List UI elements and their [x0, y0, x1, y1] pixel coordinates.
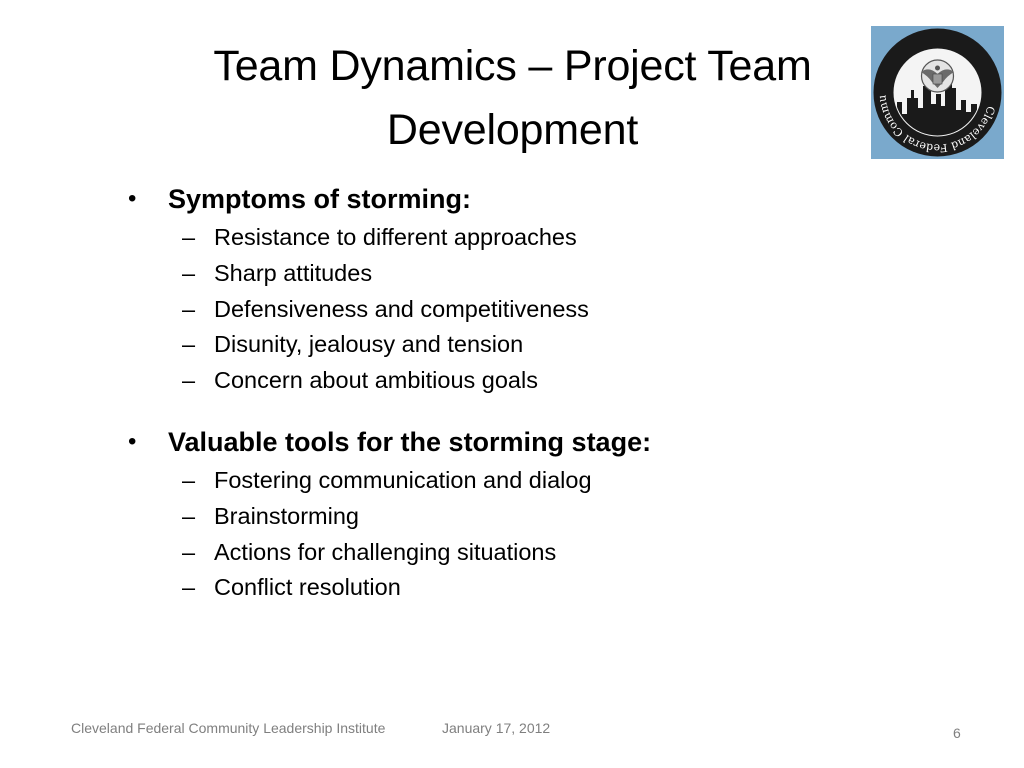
- seal-logo-graphic: Cleveland Federal Community · Leadership…: [871, 26, 1002, 157]
- dash-icon: –: [182, 259, 196, 286]
- sub-bullet-text: Fostering communication and dialog: [214, 466, 592, 493]
- dash-icon: –: [182, 224, 196, 250]
- footer-date: January 17, 2012: [442, 720, 551, 736]
- dash-icon: –: [182, 295, 196, 322]
- dash-icon: –: [182, 502, 196, 529]
- bullet-icon: •: [128, 427, 137, 455]
- slide-body: • Symptoms of storming: –Resistance to d…: [126, 178, 906, 628]
- slide-title-line-1: Team Dynamics – Project Team: [213, 42, 812, 90]
- sub-bullet-list: –Resistance to different approaches –Sha…: [126, 220, 906, 399]
- sub-bullet-list: –Fostering communication and dialog –Bra…: [126, 463, 906, 606]
- sub-bullet-item: –Actions for challenging situations: [126, 535, 906, 571]
- bullet-heading: • Symptoms of storming:: [126, 178, 906, 220]
- bullet-icon: •: [128, 185, 137, 212]
- section-heading: Symptoms of storming:: [168, 184, 472, 214]
- sub-bullet-item: –Disunity, jealousy and tension: [126, 327, 906, 363]
- eagle-emblem-icon: [920, 59, 955, 93]
- bullet-heading: • Valuable tools for the storming stage:: [126, 421, 906, 463]
- slide-number: 6: [953, 725, 961, 741]
- sub-bullet-text: Brainstorming: [214, 502, 359, 529]
- section-symptoms: • Symptoms of storming: –Resistance to d…: [126, 178, 906, 399]
- sub-bullet-item: –Fostering communication and dialog: [126, 463, 906, 499]
- sub-bullet-text: Conflict resolution: [214, 574, 401, 601]
- section-heading: Valuable tools for the storming stage:: [168, 426, 652, 457]
- sub-bullet-item: –Conflict resolution: [126, 570, 906, 606]
- dash-icon: –: [182, 574, 196, 601]
- sub-bullet-text: Resistance to different approaches: [214, 224, 577, 250]
- sub-bullet-text: Actions for challenging situations: [214, 538, 557, 565]
- sub-bullet-item: –Concern about ambitious goals: [126, 363, 906, 399]
- section-tools: • Valuable tools for the storming stage:…: [126, 421, 906, 606]
- dash-icon: –: [182, 466, 196, 493]
- seal-logo-icon: Cleveland Federal Community · Leadership…: [871, 26, 1004, 159]
- sub-bullet-item: –Resistance to different approaches: [126, 220, 906, 256]
- footer-organization: Cleveland Federal Community Leadership I…: [71, 720, 386, 736]
- sub-bullet-text: Concern about ambitious goals: [214, 367, 538, 394]
- sub-bullet-text: Defensiveness and competitiveness: [214, 295, 589, 322]
- dash-icon: –: [182, 538, 196, 565]
- sub-bullet-item: –Defensiveness and competitiveness: [126, 292, 906, 328]
- dash-icon: –: [182, 331, 196, 358]
- slide-title: Team Dynamics – Project Team Development: [60, 34, 965, 162]
- skyline-icon: [894, 78, 981, 136]
- sub-bullet-item: –Brainstorming: [126, 499, 906, 535]
- dash-icon: –: [182, 367, 196, 394]
- sub-bullet-item: –Sharp attitudes: [126, 256, 906, 292]
- sub-bullet-text: Disunity, jealousy and tension: [214, 331, 524, 358]
- slide-title-line-2: Development: [386, 106, 639, 154]
- sub-bullet-text: Sharp attitudes: [214, 259, 373, 286]
